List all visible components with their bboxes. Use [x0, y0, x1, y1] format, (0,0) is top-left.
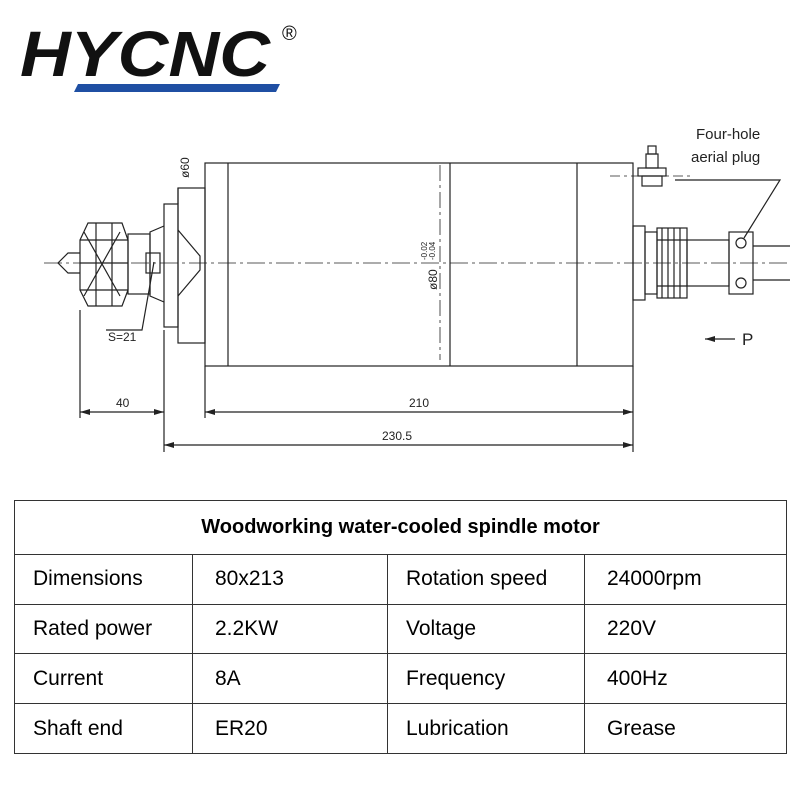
logo-text: HYCNC [20, 18, 271, 90]
spec-value: 80x213 [192, 553, 388, 605]
spec-label: Rotation speed [387, 553, 585, 605]
spec-label: Voltage [387, 603, 585, 655]
dim-diameter-80: ø80 [426, 269, 440, 290]
table-title: Woodworking water-cooled spindle motor [13, 500, 788, 555]
dim-tolerance-upper: -0.02 [420, 241, 429, 260]
dim-210: 210 [409, 396, 429, 410]
view-label-p: P [742, 330, 753, 349]
registered-mark: ® [282, 23, 297, 45]
dim-diameter-60: ø60 [178, 157, 192, 178]
table-row: Current 8A Frequency 400Hz [14, 653, 788, 705]
spec-table: Woodworking water-cooled spindle motor D… [13, 500, 788, 754]
table-row: Shaft end ER20 Lubrication Grease [14, 703, 788, 754]
spec-value: ER20 [192, 703, 388, 754]
table-title-row: Woodworking water-cooled spindle motor [13, 500, 788, 555]
spec-label: Current [14, 653, 193, 705]
spindle-motor-drawing: ø60 ø80 -0.02 -0.04 S=21 40 210 230.5 Fo… [44, 126, 790, 452]
spec-label: Shaft end [14, 703, 193, 754]
spec-label: Lubrication [387, 703, 585, 754]
dim-wrench-size: S=21 [108, 330, 137, 344]
table-row: Rated power 2.2KW Voltage 220V [14, 603, 788, 655]
spec-value: 400Hz [583, 653, 788, 705]
dim-40: 40 [116, 396, 130, 410]
dim-230-5: 230.5 [382, 429, 412, 443]
spec-value: Grease [583, 703, 788, 754]
plug-label-line2: aerial plug [691, 149, 760, 166]
spec-value: 8A [192, 653, 388, 705]
spec-value: 2.2KW [192, 603, 388, 655]
spec-label: Rated power [14, 603, 193, 655]
plug-label-line1: Four-hole [696, 126, 760, 143]
spec-value: 24000rpm [583, 553, 788, 605]
spec-value: 220V [583, 603, 788, 655]
dim-tolerance-lower: -0.04 [428, 241, 437, 260]
hycnc-logo: HYCNC ® [20, 18, 297, 92]
table-row: Dimensions 80x213 Rotation speed 24000rp… [14, 553, 788, 605]
spec-label: Dimensions [14, 553, 193, 605]
logo-underline-bar [74, 84, 280, 92]
spec-label: Frequency [387, 653, 585, 705]
